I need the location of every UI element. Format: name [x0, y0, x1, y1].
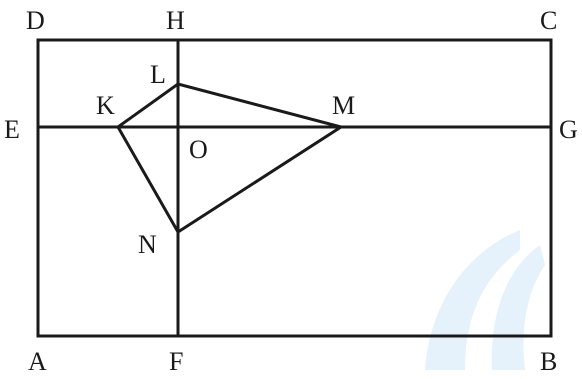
- watermark-icon: [425, 230, 545, 370]
- label-d: D: [26, 6, 45, 35]
- label-c: C: [540, 6, 557, 35]
- rectangle-abcd: [36, 38, 553, 338]
- label-o: O: [189, 135, 208, 164]
- quadrilateral-klmn: [116, 82, 345, 235]
- label-g: G: [559, 115, 578, 144]
- label-b: B: [540, 347, 557, 376]
- label-h: H: [166, 6, 185, 35]
- label-m: M: [332, 91, 355, 120]
- label-n: N: [138, 230, 157, 259]
- label-k: K: [96, 91, 115, 120]
- label-a: A: [28, 347, 47, 376]
- label-f: F: [169, 347, 183, 376]
- label-e: E: [4, 115, 20, 144]
- label-l: L: [150, 60, 166, 89]
